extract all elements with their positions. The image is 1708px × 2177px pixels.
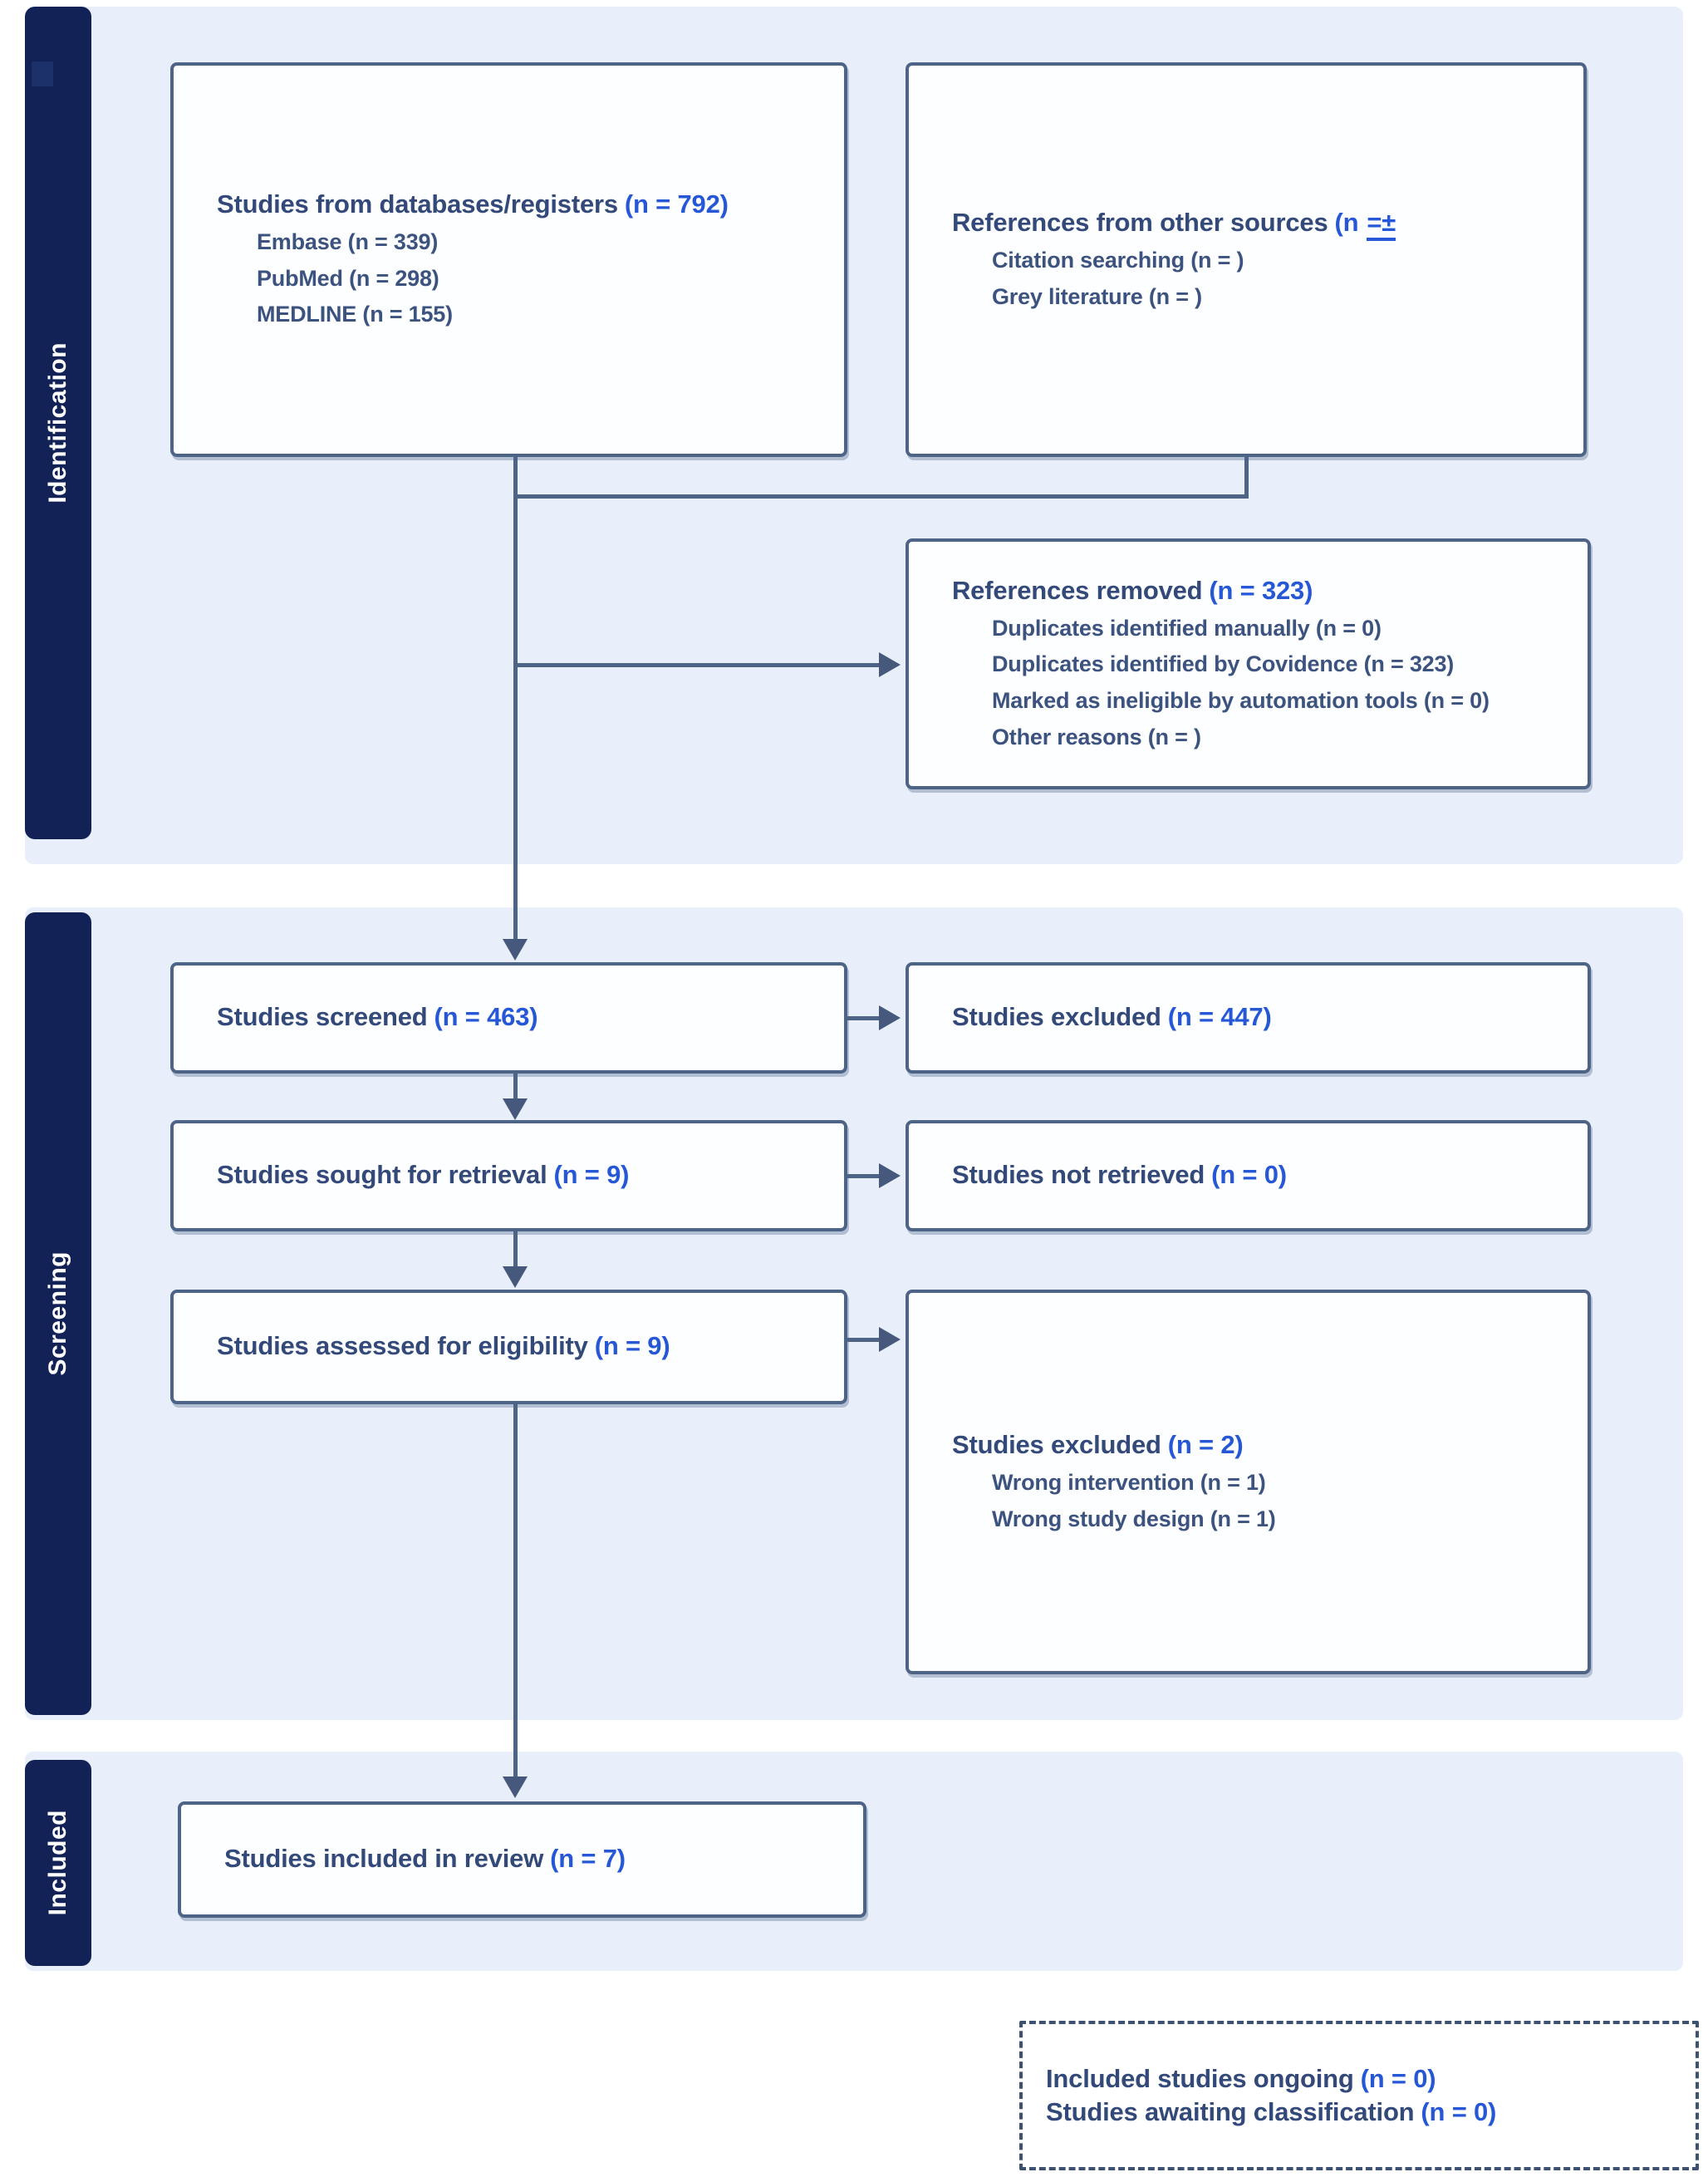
box-title: Studies excluded(n = 447): [952, 1002, 1272, 1031]
connector-assessed-to-excluded: [847, 1338, 881, 1342]
count-badge: (n = 9): [594, 1331, 670, 1360]
sidebar-bar-identification: Identification: [25, 7, 91, 839]
box-title: References from other sources(n=±: [952, 207, 1560, 241]
box-title: Studies sought for retrieval(n = 9): [217, 1160, 630, 1189]
box-title: Studies assessed for eligibility(n = 9): [217, 1331, 670, 1360]
list-item: Wrong intervention (n = 1): [992, 1469, 1266, 1495]
box-title: Studies from databases/registers(n = 792…: [217, 189, 729, 219]
connector-other-sources-down: [1244, 457, 1249, 499]
box-title: Studies excluded(n = 2): [952, 1429, 1244, 1459]
sidebar-patch: [32, 61, 53, 86]
list-item: Grey literature (n = ): [992, 283, 1202, 309]
arrowhead-into-assessed: [503, 1266, 528, 1288]
arrowhead-into-excluded-eligibility: [879, 1327, 901, 1352]
count-badge: (n = 323): [1209, 575, 1313, 605]
count-render-artifact: =±: [1367, 207, 1396, 241]
count-badge: (n = 0): [1421, 2097, 1497, 2126]
connector-screened-to-excluded: [847, 1016, 881, 1020]
list-item: Other reasons (n = ): [992, 724, 1201, 749]
count-badge: (n: [1334, 207, 1359, 237]
count-badge: (n = 792): [624, 189, 729, 219]
sidebar-bar-included: Included: [25, 1760, 91, 1966]
arrowhead-into-screened: [503, 939, 528, 961]
list-item: Embase (n = 339): [257, 229, 439, 254]
count-badge: (n = 2): [1167, 1429, 1244, 1459]
box-studies-from-databases: Studies from databases/registers(n = 792…: [170, 62, 847, 457]
sidebar-label-identification: Identification: [44, 342, 71, 504]
count-badge: (n = 463): [434, 1002, 538, 1031]
box-studies-assessed-eligibility: Studies assessed for eligibility(n = 9): [170, 1290, 847, 1404]
list-item: Citation searching (n = ): [992, 247, 1244, 273]
arrowhead-into-excluded-screening: [879, 1005, 901, 1030]
sidebar-label-screening: Screening: [44, 1251, 71, 1376]
list-item: PubMed (n = 298): [257, 265, 439, 291]
box-title: Studies not retrieved(n = 0): [952, 1160, 1287, 1189]
box-title: References removed(n = 323): [952, 575, 1313, 605]
box-studies-included-review: Studies included in review(n = 7): [178, 1801, 866, 1918]
list-item: Duplicates identified manually (n = 0): [992, 615, 1382, 641]
count-badge: (n = 0): [1211, 1160, 1287, 1189]
list-item: Duplicates identified by Covidence (n = …: [992, 651, 1455, 677]
box-title: Studies awaiting classification(n = 0): [1046, 2097, 1497, 2126]
box-ongoing-awaiting-classification: Included studies ongoing(n = 0) Studies …: [1019, 2021, 1699, 2170]
box-title: Studies screened(n = 463): [217, 1002, 538, 1031]
connector-sought-to-assessed: [513, 1231, 518, 1270]
box-studies-screened: Studies screened(n = 463): [170, 962, 847, 1074]
box-title: Included studies ongoing(n = 0): [1046, 2064, 1436, 2093]
box-studies-not-retrieved: Studies not retrieved(n = 0): [906, 1120, 1591, 1231]
count-badge: (n = 7): [550, 1844, 626, 1873]
count-badge: (n = 447): [1167, 1002, 1272, 1031]
box-references-removed: References removed(n = 323) Duplicates i…: [906, 538, 1591, 789]
arrowhead-into-removed: [879, 652, 901, 677]
connector-merge-horizontal: [513, 494, 1249, 499]
sidebar-label-included: Included: [44, 1810, 71, 1916]
box-studies-sought-retrieval: Studies sought for retrieval(n = 9): [170, 1120, 847, 1231]
connector-sources-to-screened: [513, 457, 518, 942]
connector-screened-to-sought: [513, 1074, 518, 1102]
list-item: Marked as ineligible by automation tools…: [992, 688, 1490, 713]
box-studies-excluded-eligibility: Studies excluded(n = 2) Wrong interventi…: [906, 1290, 1591, 1674]
box-studies-excluded-screening: Studies excluded(n = 447): [906, 962, 1591, 1074]
arrowhead-into-included: [503, 1776, 528, 1798]
list-item: MEDLINE (n = 155): [257, 302, 453, 327]
count-badge: (n = 9): [553, 1160, 630, 1189]
connector-assessed-to-included: [513, 1404, 518, 1778]
box-title: Studies included in review(n = 7): [224, 1844, 626, 1873]
connector-sought-to-not-retrieved: [847, 1174, 881, 1178]
arrowhead-into-not-retrieved: [879, 1163, 901, 1188]
arrowhead-into-sought: [503, 1098, 528, 1120]
count-badge: (n = 0): [1360, 2064, 1436, 2093]
list-item: Wrong study design (n = 1): [992, 1506, 1276, 1531]
box-references-other-sources: References from other sources(n=± Citati…: [906, 62, 1587, 457]
sidebar-bar-screening: Screening: [25, 912, 91, 1715]
connector-branch-to-removed: [513, 663, 879, 667]
